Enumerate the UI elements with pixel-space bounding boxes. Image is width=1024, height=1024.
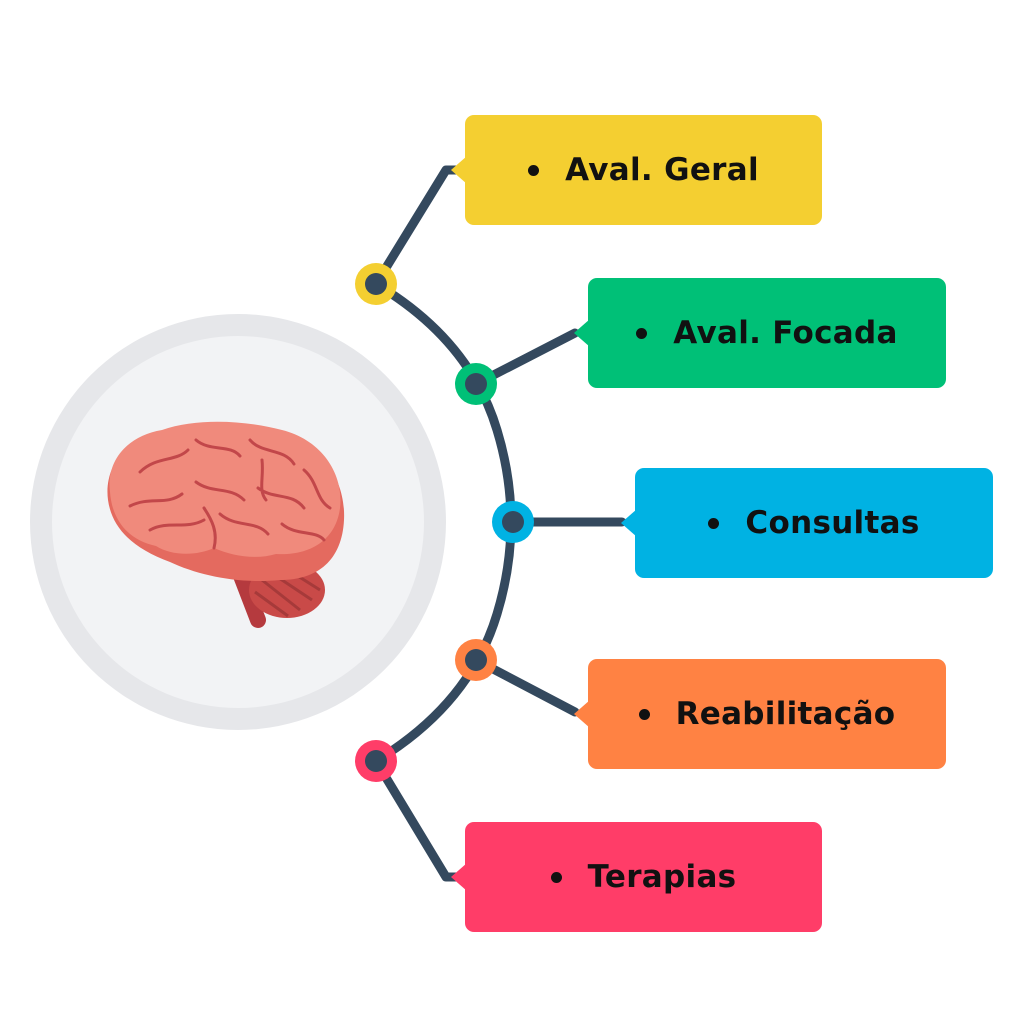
node-0: [355, 263, 397, 305]
label-text: Terapias: [587, 859, 737, 895]
bullet-icon: [528, 164, 540, 176]
brain-upper: [109, 421, 341, 557]
label-text: Aval. Focada: [673, 315, 898, 351]
node-1: [455, 363, 497, 405]
label-box-aval-geral: Aval. Geral: [451, 115, 822, 225]
label-box-terapias: Terapias: [451, 822, 822, 932]
label-text: Consultas: [745, 505, 920, 541]
connector-4: [371, 756, 465, 882]
bullet-icon: [636, 327, 648, 339]
bullet-icon: [638, 708, 650, 720]
node-4: [355, 740, 397, 782]
connector-0: [371, 165, 465, 289]
label-box-consultas: Consultas: [621, 468, 993, 578]
label-text: Reabilitação: [675, 696, 896, 732]
node-2: [492, 501, 534, 543]
label-box-reabilitacao: Reabilitação: [574, 659, 946, 769]
node-3: [455, 639, 497, 681]
label-box-aval-focada: Aval. Focada: [574, 278, 946, 388]
brain-icon: [107, 421, 345, 628]
bullet-icon: [708, 517, 720, 529]
bullet-icon: [550, 871, 562, 883]
label-text: Aval. Geral: [565, 152, 759, 188]
